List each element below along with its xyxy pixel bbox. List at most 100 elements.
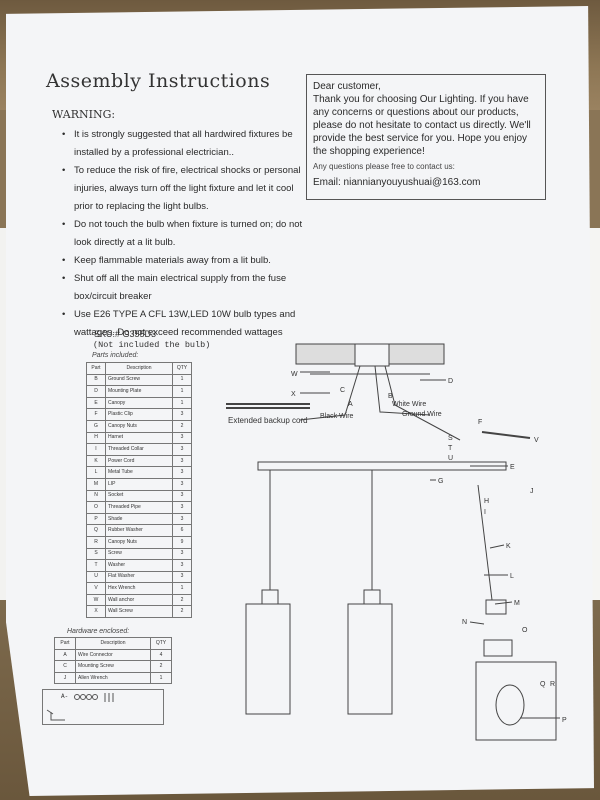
hardware-box-label: A- xyxy=(61,693,69,700)
label-u: U xyxy=(448,455,453,462)
parts-row-qty: 2 xyxy=(172,605,192,619)
label-f: F xyxy=(478,419,482,426)
hardware-header-part: Part xyxy=(54,637,76,650)
parts-row-qty: 6 xyxy=(172,524,192,537)
label-a: A xyxy=(348,401,353,408)
parts-row-qty: 3 xyxy=(172,570,192,584)
label-o: O xyxy=(522,627,528,634)
warning-item: To reduce the risk of fire, electrical s… xyxy=(60,162,310,216)
hardware-header-qty: QTY xyxy=(150,637,172,650)
warning-item: Shut off all the main electrical supply … xyxy=(60,270,310,306)
label-w: W xyxy=(291,371,298,378)
parts-row-description: Wall Screw xyxy=(105,605,173,619)
canopy-bar xyxy=(257,461,507,471)
label-h: H xyxy=(484,498,489,505)
label-k: K xyxy=(506,543,511,550)
label-j: J xyxy=(530,488,534,495)
parts-row-qty: 3 xyxy=(172,559,192,572)
white-wire xyxy=(374,365,431,416)
ground-wire xyxy=(384,365,461,441)
hardware-row-qty: 4 xyxy=(150,648,172,661)
hardware-row-qty: 1 xyxy=(150,671,172,684)
warning-heading: WARNING: xyxy=(52,108,116,121)
label-i: I xyxy=(484,509,486,516)
hardware-icons xyxy=(46,693,114,721)
pendant-cord-exploded xyxy=(477,484,493,601)
hardware-row-qty: 2 xyxy=(150,660,172,673)
label-g: G xyxy=(438,478,443,485)
pendant-socket-middle xyxy=(363,589,381,605)
parts-row-description: Shade xyxy=(105,512,173,526)
parts-row-description: Rubber Washer xyxy=(105,524,173,537)
parts-row-part: W xyxy=(86,593,106,607)
bulb-note: (Not included the bulb) xyxy=(93,340,211,350)
label-white-wire: White Wire xyxy=(392,401,426,408)
notice-email: Email: niannianyouyushuai@163.com xyxy=(313,177,481,188)
label-m: M xyxy=(514,600,520,607)
warning-item: It is strongly suggested that all hardwi… xyxy=(60,126,310,162)
parts-row-part: R xyxy=(86,535,106,549)
parts-row-part: X xyxy=(86,605,106,619)
label-r: R xyxy=(550,681,555,688)
warning-item: Keep flammable materials away from a lit… xyxy=(60,252,310,270)
leader-n xyxy=(469,621,485,625)
parts-row-qty: 3 xyxy=(172,512,192,526)
warning-list: It is strongly suggested that all hardwi… xyxy=(60,126,310,342)
exploded-shade xyxy=(475,661,557,741)
black-wire xyxy=(299,365,361,421)
pendant-shade-left xyxy=(245,603,291,715)
parts-row-qty: 1 xyxy=(172,582,192,595)
label-q: Q xyxy=(540,681,546,688)
hardware-row-description: Mounting Screw xyxy=(75,660,151,673)
parts-row-qty: 2 xyxy=(172,593,192,607)
notice-contact-line: Any questions please free to contact us: xyxy=(313,162,455,171)
sku-number: SKU:# G355D3 xyxy=(94,329,157,339)
warning-item: Use E26 TYPE A CFL 13W,LED 10W bulb type… xyxy=(60,306,310,342)
diagram-labels: W X C B D A Black Wire White Wire Ground… xyxy=(291,371,567,724)
label-black-wire: Black Wire xyxy=(320,413,354,420)
label-s: S xyxy=(448,435,453,442)
parts-row-qty: 3 xyxy=(172,501,192,514)
parts-row-description: Hex Wrench xyxy=(105,582,173,595)
hex-wrench xyxy=(481,431,531,439)
leader-m xyxy=(494,601,513,605)
warning-item: Do not touch the bulb when fixture is tu… xyxy=(60,216,310,252)
exploded-socket xyxy=(485,599,507,615)
hardware-label: Hardware enclosed: xyxy=(67,628,130,635)
hardware-header-description: Description xyxy=(75,637,151,650)
label-l: L xyxy=(510,573,514,580)
notice-message: Thank you for choosing Our Lighting. If … xyxy=(313,94,531,157)
parts-label: Parts included: xyxy=(92,352,139,359)
label-n: N xyxy=(462,619,467,626)
label-t: T xyxy=(448,445,453,452)
label-ground-wire: Ground Wire xyxy=(402,411,442,418)
hardware-illustration-box: A- xyxy=(42,689,164,725)
bulb-illustration xyxy=(495,684,525,726)
junction-box xyxy=(354,343,390,367)
label-x: X xyxy=(291,391,296,398)
threaded-pipe xyxy=(483,639,513,657)
label-c: C xyxy=(340,387,345,394)
leader-k xyxy=(489,544,505,549)
pendant-shade-middle xyxy=(347,603,393,715)
pendant-socket-left xyxy=(261,589,279,605)
parts-row-description: Washer xyxy=(105,559,173,572)
